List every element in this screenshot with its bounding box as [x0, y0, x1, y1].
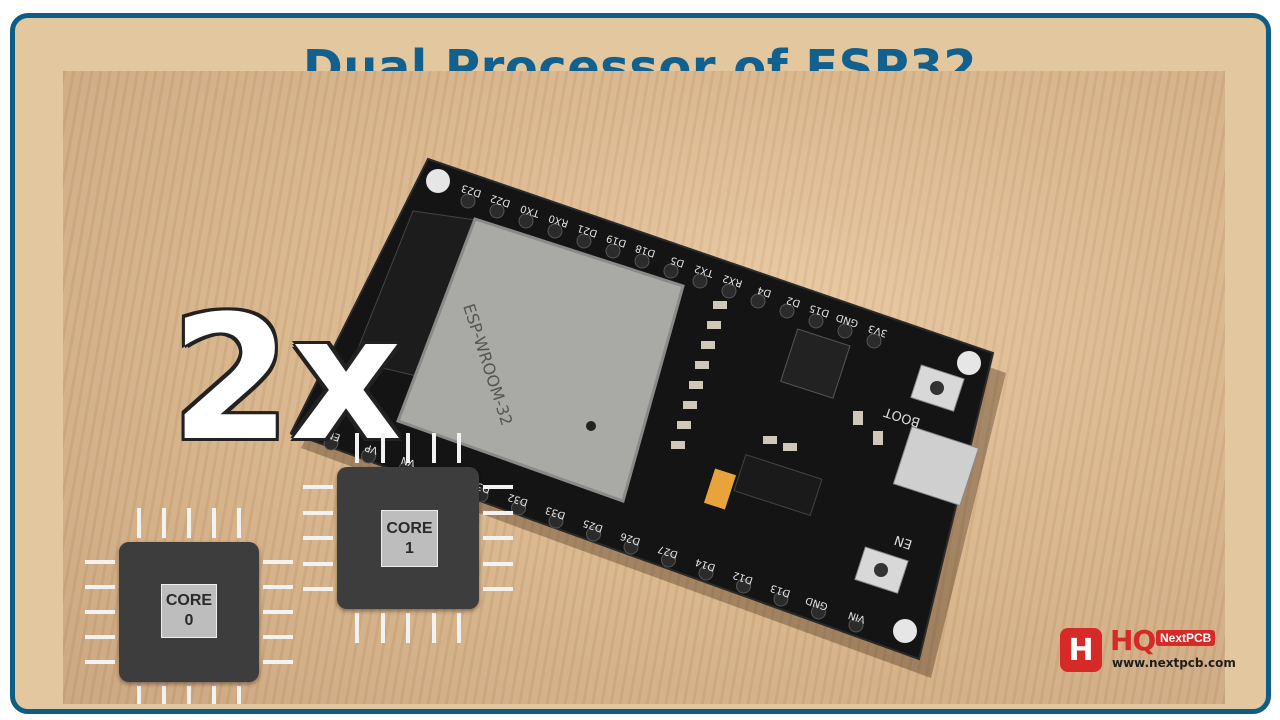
header-pin: [361, 448, 376, 464]
header-pin: [663, 263, 679, 279]
pin-label: D4: [756, 284, 773, 299]
pin-label: VP: [364, 441, 380, 455]
header-pin: [698, 565, 714, 581]
chip-pin: [187, 508, 191, 538]
header-pin: [848, 617, 864, 633]
header-pin: [866, 333, 882, 349]
header-pin: [576, 233, 592, 249]
chip-label-line2: 1: [405, 539, 414, 557]
chip-pin: [303, 587, 333, 591]
header-pin: [511, 500, 526, 516]
chip-pin: [380, 433, 385, 463]
header-pin: [773, 591, 789, 607]
chip-pin: [85, 560, 115, 564]
multiplier-2x: 2x: [171, 278, 402, 479]
chip-pin: [483, 536, 513, 540]
chip-label-line2: 0: [184, 612, 194, 629]
chip-pin: [85, 610, 115, 614]
core-1-chip: CORE 1: [303, 433, 513, 643]
header-pin: [837, 323, 853, 339]
chip-pin: [457, 433, 461, 463]
chip-pin: [483, 587, 513, 591]
logo-badge-icon: H: [1060, 628, 1102, 672]
mount-hole: [306, 409, 330, 433]
chip-pin: [303, 536, 333, 540]
header-pin: [721, 283, 737, 299]
usb-port: [892, 426, 980, 506]
chip-pin: [483, 561, 513, 566]
chip-pin: [355, 613, 359, 643]
mount-hole: [957, 351, 981, 375]
chip-pin: [431, 613, 436, 643]
header-pin: [808, 313, 824, 329]
chip-pin: [212, 508, 216, 538]
pin-label: D5: [669, 254, 686, 269]
chip-pin: [237, 508, 241, 538]
chip-label-line1: CORE: [165, 592, 213, 609]
chip-pin: [85, 635, 115, 639]
logo-url: www.nextpcb.com: [1112, 656, 1236, 670]
chip-pin: [483, 510, 513, 515]
chip-pin: [85, 660, 115, 664]
chip-pin: [263, 610, 293, 614]
chip-pin: [355, 433, 359, 463]
chip-pin: [187, 686, 191, 704]
chip-pin: [483, 485, 513, 489]
chip-pin: [380, 613, 385, 643]
header-pin: [634, 253, 650, 269]
header-pin: [811, 604, 826, 620]
chip-pin: [431, 433, 436, 463]
header-pin: [605, 243, 621, 259]
chip-pin: [162, 508, 166, 538]
chip-pin: [212, 686, 216, 704]
chip-pin: [263, 560, 293, 564]
header-pin: [736, 578, 751, 594]
logo-tag: NextPCB: [1156, 630, 1216, 646]
header-pin: [750, 293, 766, 309]
esp32-board: D23D22TX0RX0D21D19D18D5TX2RX2D4D2D15GND3…: [289, 157, 1006, 678]
header-pin: [547, 223, 563, 239]
logo-brand: HQ: [1110, 624, 1156, 657]
chip-pin: [406, 613, 410, 643]
chip-label-line1: CORE: [386, 519, 433, 537]
header-pin: [489, 203, 505, 219]
header-pin: [548, 513, 564, 529]
chip-pin: [162, 686, 166, 704]
chip-pin: [303, 561, 333, 566]
pin-label: EN: [325, 428, 342, 443]
header-pin: [779, 303, 795, 319]
chip-pin: [263, 585, 293, 589]
chip-pin: [263, 635, 293, 639]
chip-pin: [237, 686, 241, 704]
header-pin: [692, 273, 708, 289]
pin-label: VIN: [847, 609, 867, 625]
header-pin: [323, 435, 339, 451]
chip-pin: [263, 660, 293, 664]
header-pin: [586, 526, 601, 542]
chip-pin: [303, 510, 333, 515]
mount-hole: [426, 169, 450, 193]
core-0-chip: CORE 0: [83, 506, 293, 704]
svg-text:EN: EN: [893, 532, 915, 552]
header-pin: [623, 539, 639, 555]
chip-die: CORE 0: [161, 584, 217, 638]
chip-pin: [457, 613, 461, 643]
header-pin: [518, 213, 534, 229]
chip-pin: [406, 433, 410, 463]
chip-pin: [303, 485, 333, 489]
chip-pin: [137, 686, 141, 704]
chip-pin: [85, 585, 115, 589]
mount-hole: [893, 619, 917, 643]
chip-pin: [137, 508, 141, 538]
chip-die: CORE 1: [381, 510, 438, 567]
header-pin: [460, 193, 476, 209]
esp-module-shield: [396, 217, 685, 503]
header-pin: [661, 552, 676, 568]
pin-label: D2: [785, 294, 802, 309]
